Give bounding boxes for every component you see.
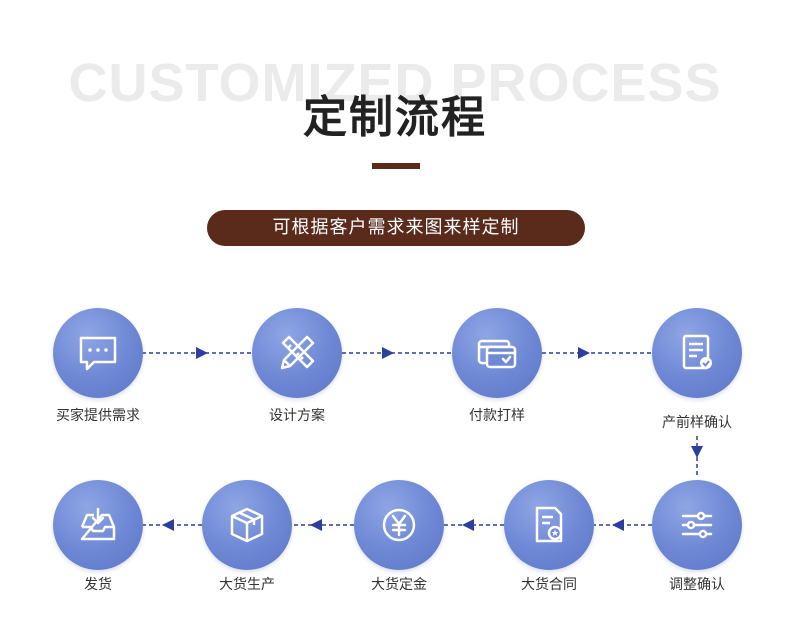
step-3-label: 付款打样 <box>469 408 525 424</box>
contract-icon <box>535 506 563 543</box>
step-2-label: 设计方案 <box>269 408 325 424</box>
sliders-icon <box>681 511 713 539</box>
step-8-label: 大货生产 <box>219 577 275 593</box>
step-7-circle <box>354 480 444 570</box>
arrowhead-6-7 <box>462 519 474 531</box>
step-9-label: 发货 <box>84 577 112 593</box>
step-8-circle <box>202 480 292 570</box>
yuan-coin-icon <box>382 508 416 542</box>
arrowhead-7-8 <box>310 519 322 531</box>
box-icon <box>230 507 264 543</box>
step-6-label: 大货合同 <box>521 577 577 593</box>
arrowhead-3-4 <box>578 347 590 359</box>
title-underline <box>372 163 420 169</box>
step-7-label: 大货定金 <box>371 577 427 593</box>
step-3-circle <box>452 308 542 398</box>
pencil-ruler-icon <box>280 335 315 370</box>
step-5-circle <box>652 480 742 570</box>
step-4-circle <box>652 308 742 398</box>
subtitle-banner: 可根据客户需求来图来样定制 <box>207 210 585 246</box>
background-watermark-title: CUSTOMIZED PROCESS <box>68 53 722 113</box>
step-1-label: 买家提供需求 <box>56 408 140 424</box>
step-5-label: 调整确认 <box>669 577 725 593</box>
step-2-circle <box>252 308 342 398</box>
arrowhead-1-2 <box>196 347 208 359</box>
step-1-circle <box>53 308 143 398</box>
step-9-circle <box>53 480 143 570</box>
arrowhead-8-9 <box>162 519 174 531</box>
arrowhead-5-6 <box>612 519 624 531</box>
checklist-icon <box>682 334 712 370</box>
step-4-label: 产前样确认 <box>662 415 732 431</box>
chat-bubble-icon <box>79 336 117 371</box>
payment-card-icon <box>477 339 517 369</box>
arrowhead-2-3 <box>382 347 394 359</box>
step-6-circle <box>504 480 594 570</box>
arrowhead-4-5 <box>691 446 703 458</box>
tray-download-icon <box>80 507 116 541</box>
page-title: 定制流程 <box>303 92 487 143</box>
